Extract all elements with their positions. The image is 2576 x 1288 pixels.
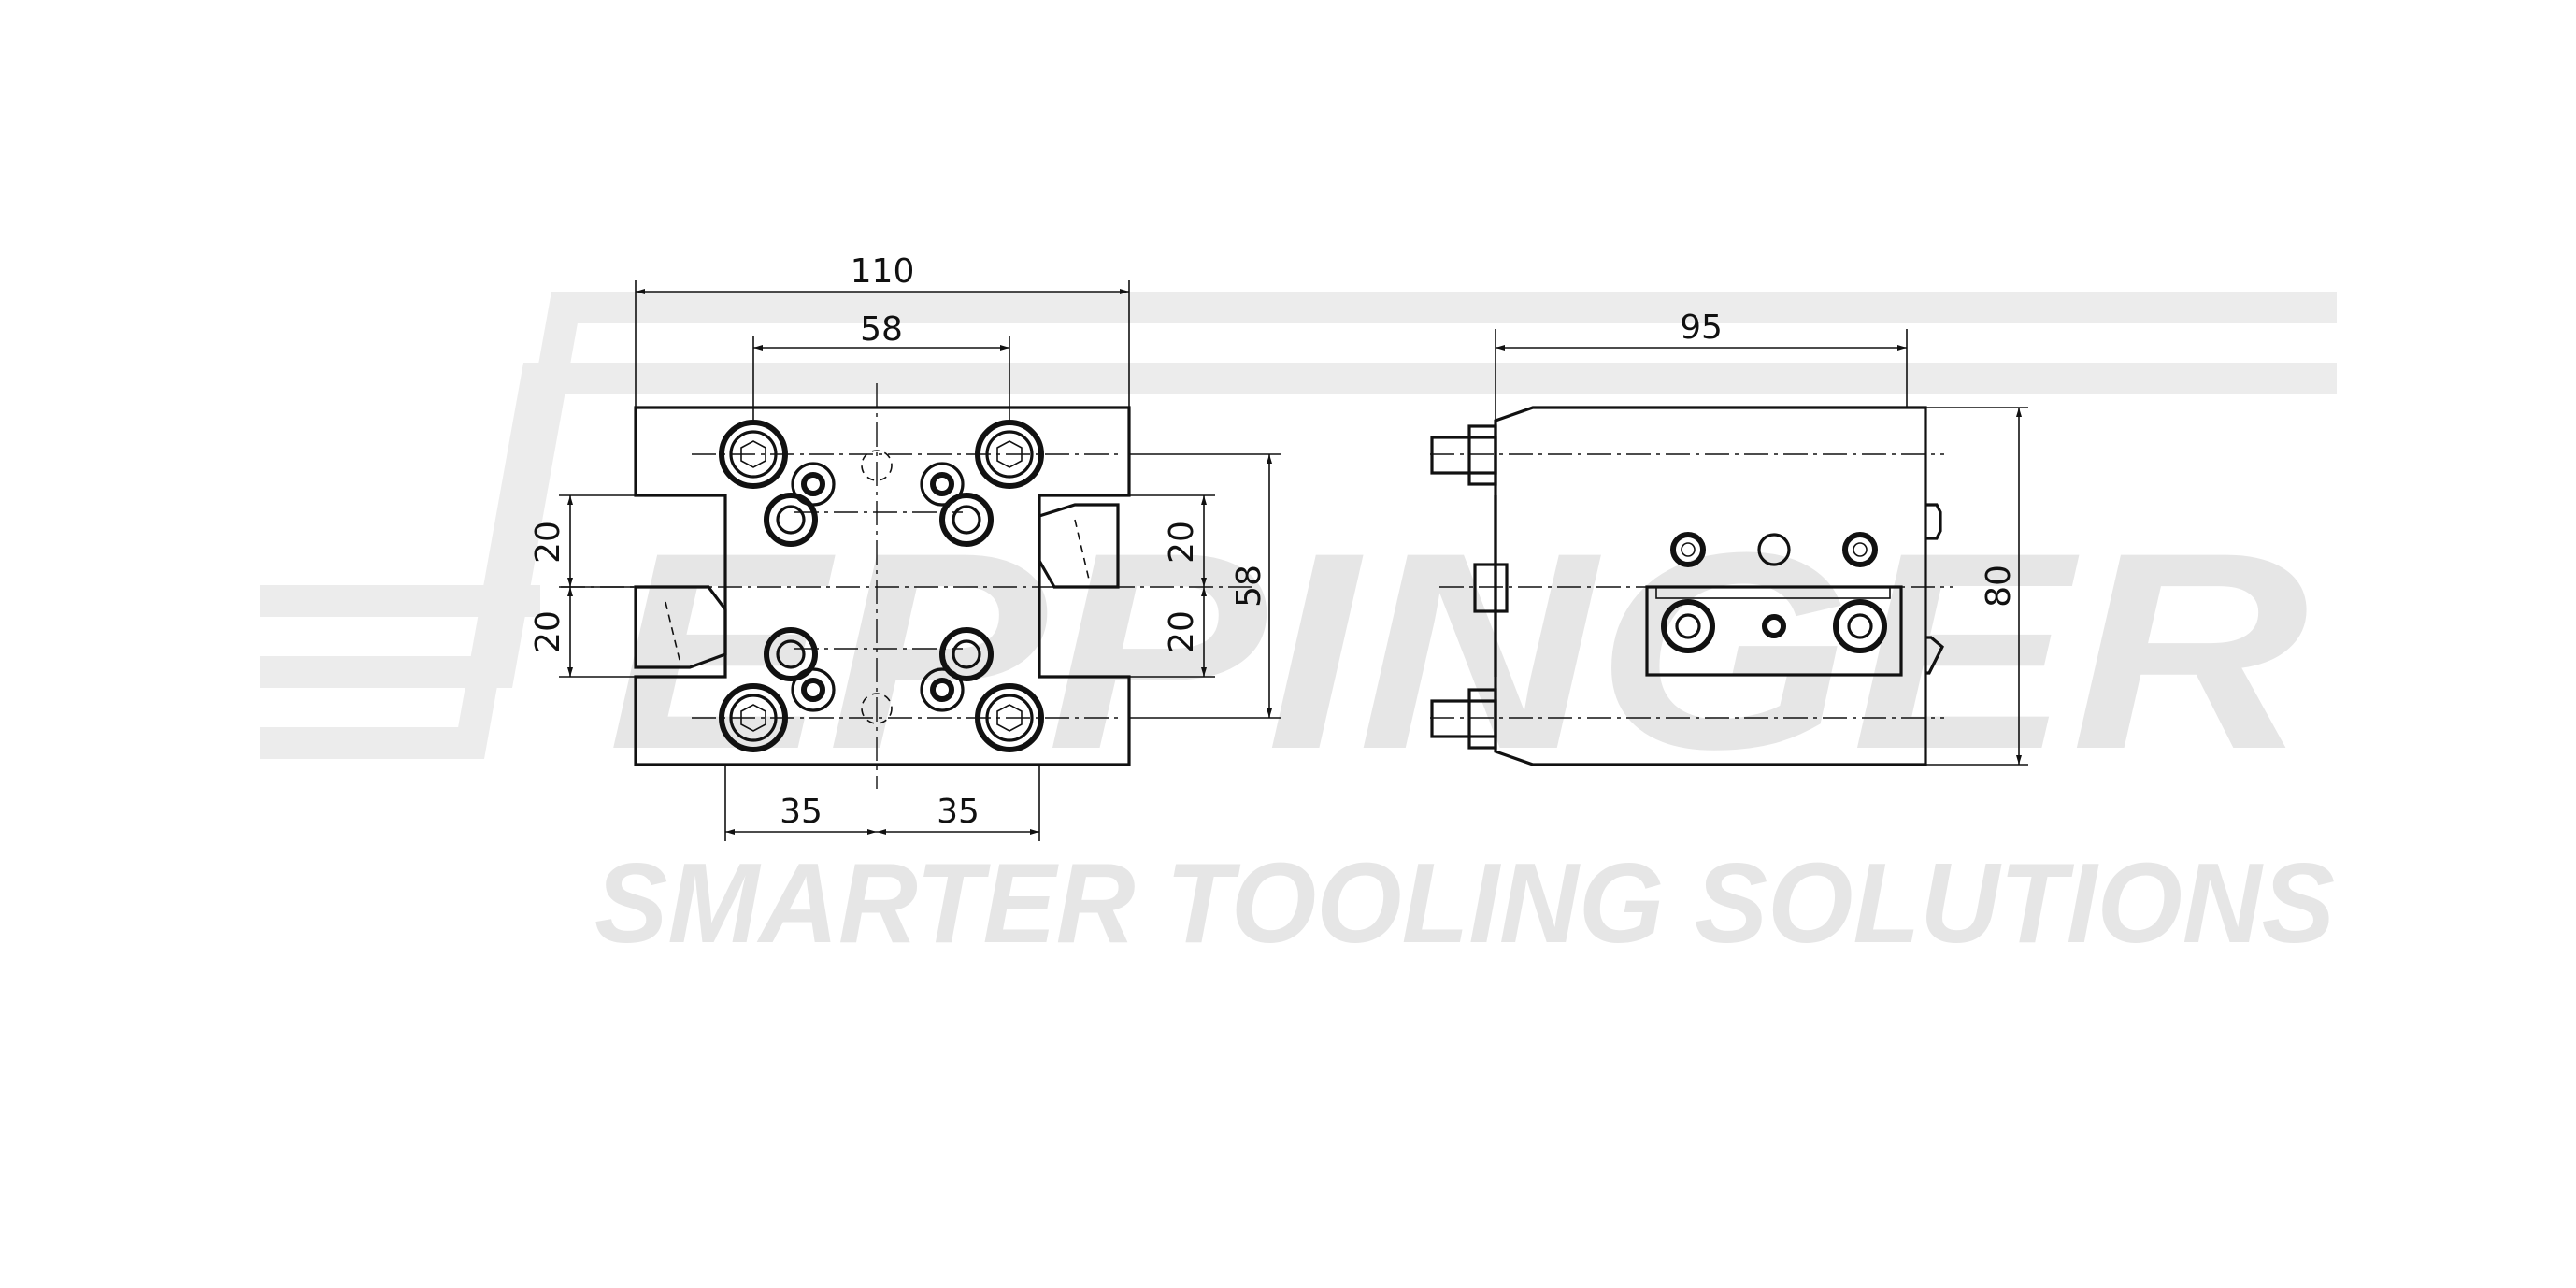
dim-bottom-right-35: 35	[937, 793, 980, 831]
dim-overall-width-110: 110	[851, 252, 915, 291]
front-view: 110 58 20 20 20 20 58 35 35	[529, 252, 1281, 841]
wedge-clamp-right	[1038, 503, 1120, 589]
watermark: EPPINGER SMARTER TOOLING SOLUTIONS	[260, 292, 2337, 966]
dim-upper-offset-20: 20	[529, 521, 567, 564]
side-slot	[1473, 563, 1509, 613]
locating-pin-bottom	[1430, 688, 1497, 750]
watermark-stripes	[260, 292, 2337, 759]
top-screws	[1670, 532, 1878, 567]
watermark-logo: EPPINGER	[608, 494, 2309, 808]
dim-right-lower-20: 20	[1163, 610, 1201, 653]
small-screws	[764, 462, 994, 712]
locating-pin-top	[1430, 424, 1497, 486]
corner-bolt-bottom-right	[975, 683, 1044, 752]
clamp-screws	[1661, 599, 1887, 653]
dim-right-upper-20: 20	[1163, 521, 1201, 564]
dim-height-80: 80	[1980, 565, 2018, 608]
coolant-fitting-bottom	[1925, 636, 1944, 675]
coolant-fitting-top	[1925, 503, 1942, 540]
watermark-tagline: SMARTER TOOLING SOLUTIONS	[594, 839, 2335, 966]
dim-lower-offset-20: 20	[529, 610, 567, 653]
dim-length-95: 95	[1680, 308, 1723, 347]
dim-vertical-58: 58	[1230, 565, 1268, 608]
corner-bolt-bottom-left	[719, 683, 788, 752]
dim-bottom-left-35: 35	[780, 793, 823, 831]
side-view: 95 80	[1430, 308, 2028, 766]
dim-bolt-spacing-58: 58	[860, 310, 903, 349]
